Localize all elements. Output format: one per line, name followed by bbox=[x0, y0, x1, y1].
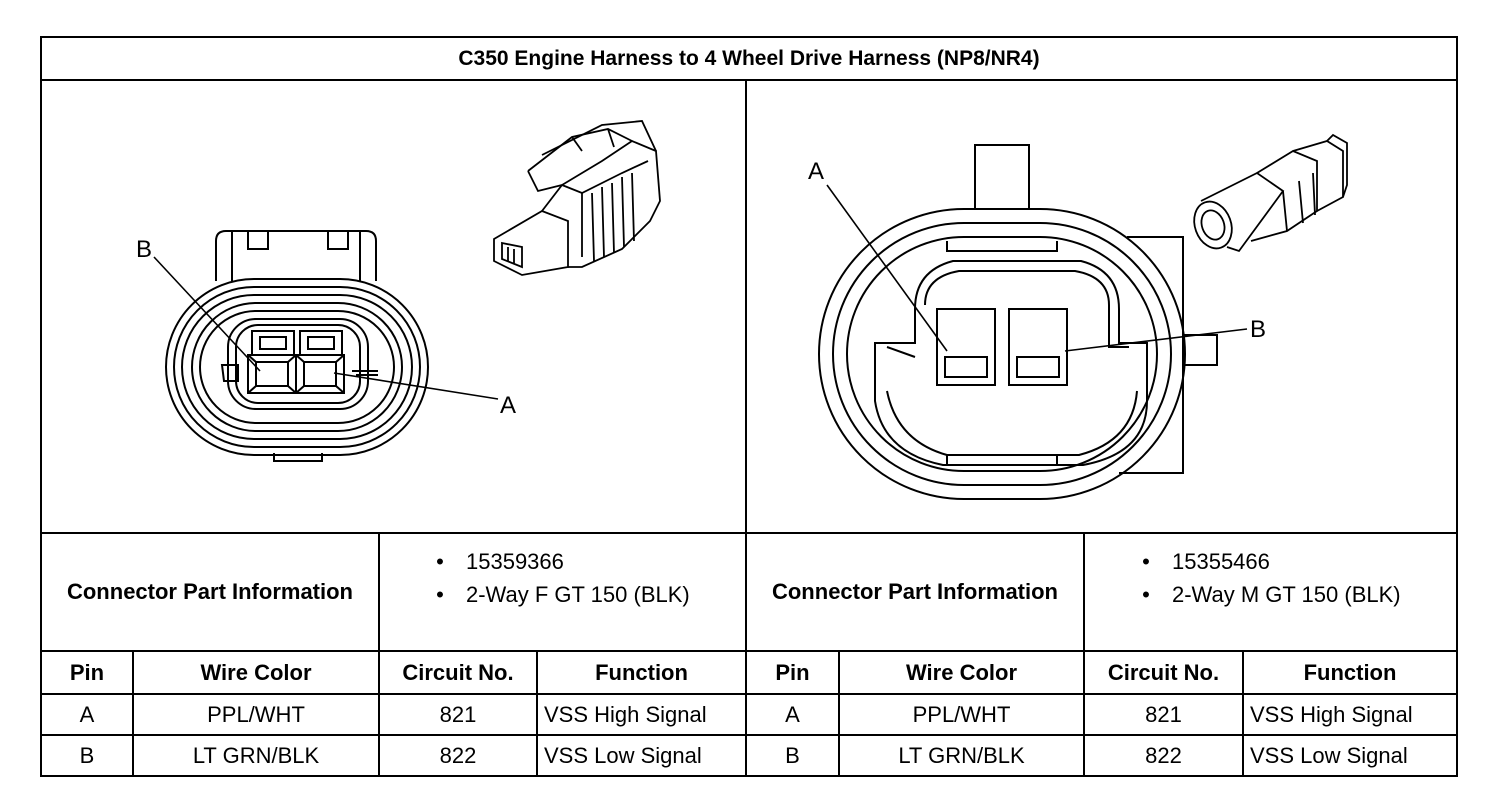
female-connector-face-drawing bbox=[153, 120, 661, 462]
column-header-wire-color: Wire Color bbox=[905, 659, 1018, 685]
part-number: 15359366 bbox=[466, 549, 564, 574]
divider bbox=[40, 532, 1458, 534]
divider bbox=[745, 79, 747, 777]
table-cell-function: VSS High Signal bbox=[544, 701, 707, 727]
bullet-icon: • bbox=[436, 582, 444, 607]
part-description: 2-Way F GT 150 (BLK) bbox=[466, 582, 690, 607]
table-cell-pin: B bbox=[79, 742, 95, 768]
divider bbox=[40, 734, 1458, 736]
list-item: • 2-Way F GT 150 (BLK) bbox=[414, 578, 690, 611]
column-header-pin: Pin bbox=[69, 659, 105, 685]
table-cell-circuit: 821 bbox=[1145, 701, 1182, 727]
divider bbox=[838, 650, 840, 777]
divider bbox=[40, 650, 1458, 652]
part-info-list: • 15355466 • 2-Way M GT 150 (BLK) bbox=[1120, 545, 1401, 611]
table-cell-wire-color: PPL/WHT bbox=[912, 701, 1011, 727]
connector-part-info-label: Connector Part Information bbox=[771, 579, 1058, 604]
column-header-wire-color: Wire Color bbox=[200, 659, 312, 685]
callout-a: A bbox=[808, 158, 825, 185]
divider bbox=[40, 693, 1458, 695]
connector-part-info-label: Connector Part Information bbox=[66, 579, 353, 604]
divider bbox=[40, 79, 1458, 81]
column-header-pin: Pin bbox=[775, 659, 810, 685]
list-item: • 2-Way M GT 150 (BLK) bbox=[1120, 578, 1401, 611]
callout-a: A bbox=[500, 392, 517, 419]
table-cell-circuit: 821 bbox=[439, 701, 477, 727]
male-connector-face-drawing bbox=[818, 133, 1348, 500]
table-cell-pin: A bbox=[785, 701, 800, 727]
column-header-circuit: Circuit No. bbox=[402, 659, 514, 685]
table-cell-function: VSS Low Signal bbox=[544, 742, 702, 768]
part-info-list: • 15359366 • 2-Way F GT 150 (BLK) bbox=[414, 545, 690, 611]
table-cell-function: VSS High Signal bbox=[1250, 701, 1413, 727]
table-cell-wire-color: PPL/WHT bbox=[207, 701, 305, 727]
bullet-icon: • bbox=[1142, 549, 1150, 574]
connector-table bbox=[40, 36, 1458, 777]
column-header-function: Function bbox=[595, 659, 688, 685]
table-cell-wire-color: LT GRN/BLK bbox=[898, 742, 1025, 768]
table-cell-pin: B bbox=[785, 742, 800, 768]
divider bbox=[536, 650, 538, 777]
divider bbox=[1242, 650, 1244, 777]
bullet-icon: • bbox=[436, 549, 444, 574]
list-item: • 15359366 bbox=[414, 545, 690, 578]
column-header-circuit: Circuit No. bbox=[1107, 659, 1220, 685]
callout-b: B bbox=[1250, 316, 1267, 343]
page-title: C350 Engine Harness to 4 Wheel Drive Har… bbox=[458, 46, 1040, 70]
column-header-function: Function bbox=[1303, 659, 1397, 685]
table-cell-pin: A bbox=[79, 701, 95, 727]
divider bbox=[1083, 532, 1085, 777]
divider bbox=[378, 532, 380, 777]
table-cell-function: VSS Low Signal bbox=[1250, 742, 1408, 768]
bullet-icon: • bbox=[1142, 582, 1150, 607]
callout-b: B bbox=[136, 236, 153, 263]
table-cell-circuit: 822 bbox=[1145, 742, 1182, 768]
table-cell-wire-color: LT GRN/BLK bbox=[192, 742, 320, 768]
part-number: 15355466 bbox=[1172, 549, 1270, 574]
table-cell-circuit: 822 bbox=[439, 742, 477, 768]
list-item: • 15355466 bbox=[1120, 545, 1401, 578]
part-description: 2-Way M GT 150 (BLK) bbox=[1172, 582, 1401, 607]
divider bbox=[132, 650, 134, 777]
